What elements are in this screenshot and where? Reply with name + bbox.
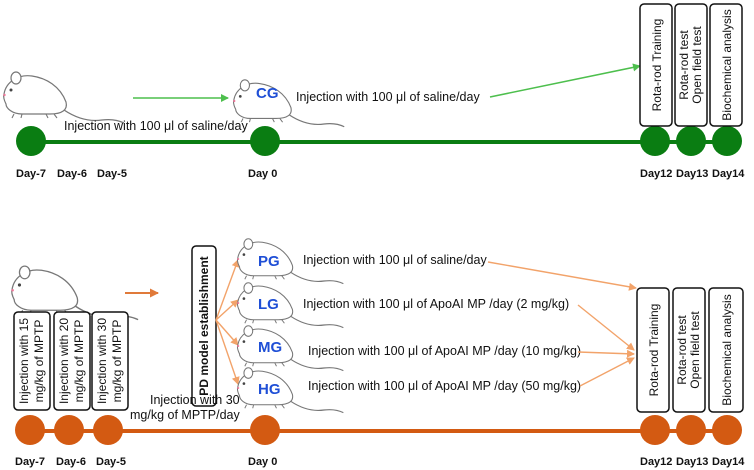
day-label: Day-5	[96, 456, 126, 468]
svg-text:Injection with 15: Injection with 15	[17, 318, 31, 404]
arrow	[487, 261, 637, 291]
rotarod-openfield-box: Rota-rod test Open field test	[672, 287, 706, 413]
day-label: Day-6	[57, 168, 87, 180]
top-panel: CG Injection with 100 μl of saline/day I…	[2, 3, 745, 180]
mptp-20-box: Injection with 20 mg/kg of MPTP	[53, 311, 91, 411]
arrow	[579, 357, 635, 387]
svg-text:Injection with 30: Injection with 30	[95, 318, 109, 404]
svg-text:Injection with 20: Injection with 20	[57, 318, 71, 404]
day-label: Day13	[676, 168, 708, 180]
group-label-mg: MG	[258, 339, 282, 356]
svg-text:mg/kg of MPTP: mg/kg of MPTP	[32, 320, 46, 403]
svg-text:Biochemical analysis: Biochemical analysis	[720, 9, 734, 120]
svg-text:Rota-rod Training: Rota-rod Training	[647, 304, 661, 397]
svg-text:mg/kg of MPTP: mg/kg of MPTP	[72, 320, 86, 403]
biochemical-analysis-box: Biochemical analysis	[709, 3, 743, 127]
svg-text:mg/kg of MPTP: mg/kg of MPTP	[110, 320, 124, 403]
timeline-dot	[54, 415, 84, 445]
timeline-dot	[250, 126, 280, 156]
timeline-dot	[676, 415, 706, 445]
rotarod-training-box: Rota-rod Training	[636, 287, 670, 413]
maintenance-label: Injection with 30	[150, 393, 240, 407]
pg-injection-label: Injection with 100 μl of saline/day	[303, 253, 487, 267]
svg-text:Rota-rod Training: Rota-rod Training	[650, 19, 664, 112]
day-label: Day-5	[97, 168, 127, 180]
group-label-lg: LG	[258, 296, 279, 313]
svg-text:PD model establishment: PD model establishment	[197, 256, 211, 395]
lg-injection-label: Injection with 100 μl of ApoAI MP /day (…	[303, 297, 569, 311]
svg-text:Rota-rod test: Rota-rod test	[677, 30, 691, 100]
timeline-dot	[640, 126, 670, 156]
arrow	[215, 319, 239, 346]
timeline-dot	[640, 415, 670, 445]
group-label-hg: HG	[258, 381, 281, 398]
day-label: Day-7	[15, 456, 45, 468]
bottom-panel: Injection with 15 mg/kg of MPTP Injectio…	[10, 238, 745, 468]
biochemical-analysis-box: Biochemical analysis	[708, 287, 744, 413]
svg-text:Open field test: Open field test	[688, 311, 702, 389]
timeline-dot	[93, 415, 123, 445]
day-label: Day 0	[248, 456, 277, 468]
maintenance-label: mg/kg of MPTP/day	[130, 408, 241, 422]
pd-model-establishment-box: PD model establishment	[191, 245, 217, 407]
timeline-dot	[676, 126, 706, 156]
mptp-30-box: Injection with 30 mg/kg of MPTP	[91, 311, 129, 411]
rotarod-openfield-box: Rota-rod test Open field test	[674, 3, 708, 127]
mouse-icon	[2, 71, 125, 124]
day-label: Day14	[712, 168, 745, 180]
timeline-dot	[712, 415, 742, 445]
day-label: Day 0	[248, 168, 277, 180]
arrow	[215, 299, 239, 321]
arrow	[577, 304, 635, 351]
day-label: Day12	[640, 456, 672, 468]
hg-injection-label: Injection with 100 μl of ApoAI MP /day (…	[308, 379, 581, 393]
day-label: Day-6	[56, 456, 86, 468]
group-label-cg: CG	[256, 85, 279, 102]
timeline-dot	[15, 415, 45, 445]
arrow	[577, 349, 635, 358]
pre-injection-label: Injection with 100 μl of saline/day	[64, 119, 248, 133]
day-label: Day13	[676, 456, 708, 468]
timeline-dot	[250, 415, 280, 445]
day-label: Day12	[640, 168, 672, 180]
arrow	[489, 63, 641, 98]
arrow	[215, 259, 240, 321]
day-label: Day-7	[16, 168, 46, 180]
svg-text:Rota-rod test: Rota-rod test	[675, 315, 689, 385]
group-injection-label: Injection with 100 μl of saline/day	[296, 90, 480, 104]
mg-injection-label: Injection with 100 μl of ApoAI MP /day (…	[308, 344, 581, 358]
arrow	[215, 319, 240, 385]
day-label: Day14	[712, 456, 745, 468]
svg-text:Open field test: Open field test	[690, 26, 704, 104]
timeline-dot	[712, 126, 742, 156]
rotarod-training-box: Rota-rod Training	[639, 3, 673, 127]
group-label-pg: PG	[258, 253, 280, 270]
mptp-15-box: Injection with 15 mg/kg of MPTP	[13, 311, 51, 411]
svg-text:Biochemical analysis: Biochemical analysis	[720, 294, 734, 405]
timeline-dot	[16, 126, 46, 156]
